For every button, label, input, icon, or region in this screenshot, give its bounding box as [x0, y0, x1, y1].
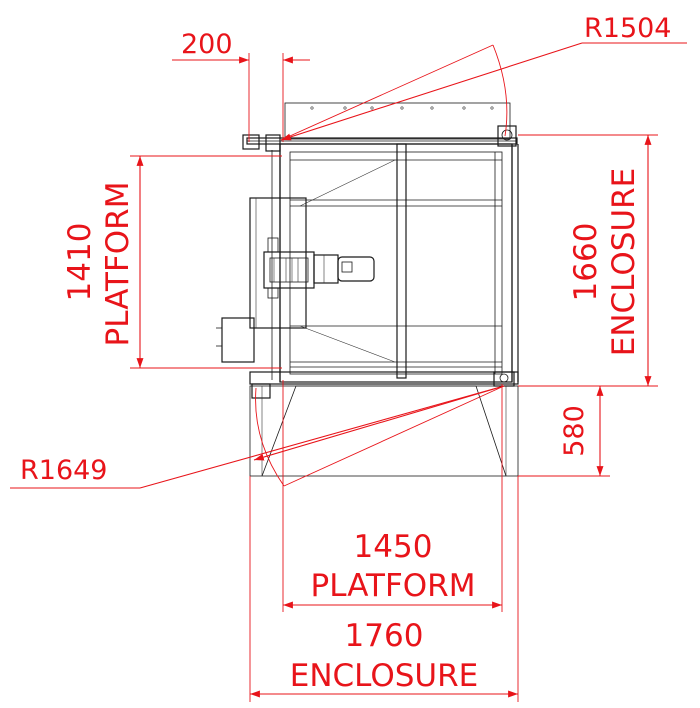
dim-r1504-label: R1504: [584, 13, 671, 44]
dim-1660-value: 1660: [568, 223, 604, 302]
dim-r1649-label: R1649: [20, 455, 107, 486]
dim-1450-value: 1450: [354, 529, 433, 565]
machine-outline: [216, 102, 519, 477]
dim-1410-value: 1410: [62, 223, 98, 302]
dim-1450-label: PLATFORM: [311, 568, 476, 604]
dim-1660-label: ENCLOSURE: [606, 168, 642, 356]
dim-200-label: 200: [181, 29, 233, 60]
dim-1760-label: ENCLOSURE: [290, 658, 478, 694]
dim-580-label: 580: [559, 405, 590, 457]
dim-1760-value: 1760: [345, 618, 424, 654]
dimension-lines: [10, 42, 687, 702]
dim-1410-label: PLATFORM: [100, 182, 136, 347]
